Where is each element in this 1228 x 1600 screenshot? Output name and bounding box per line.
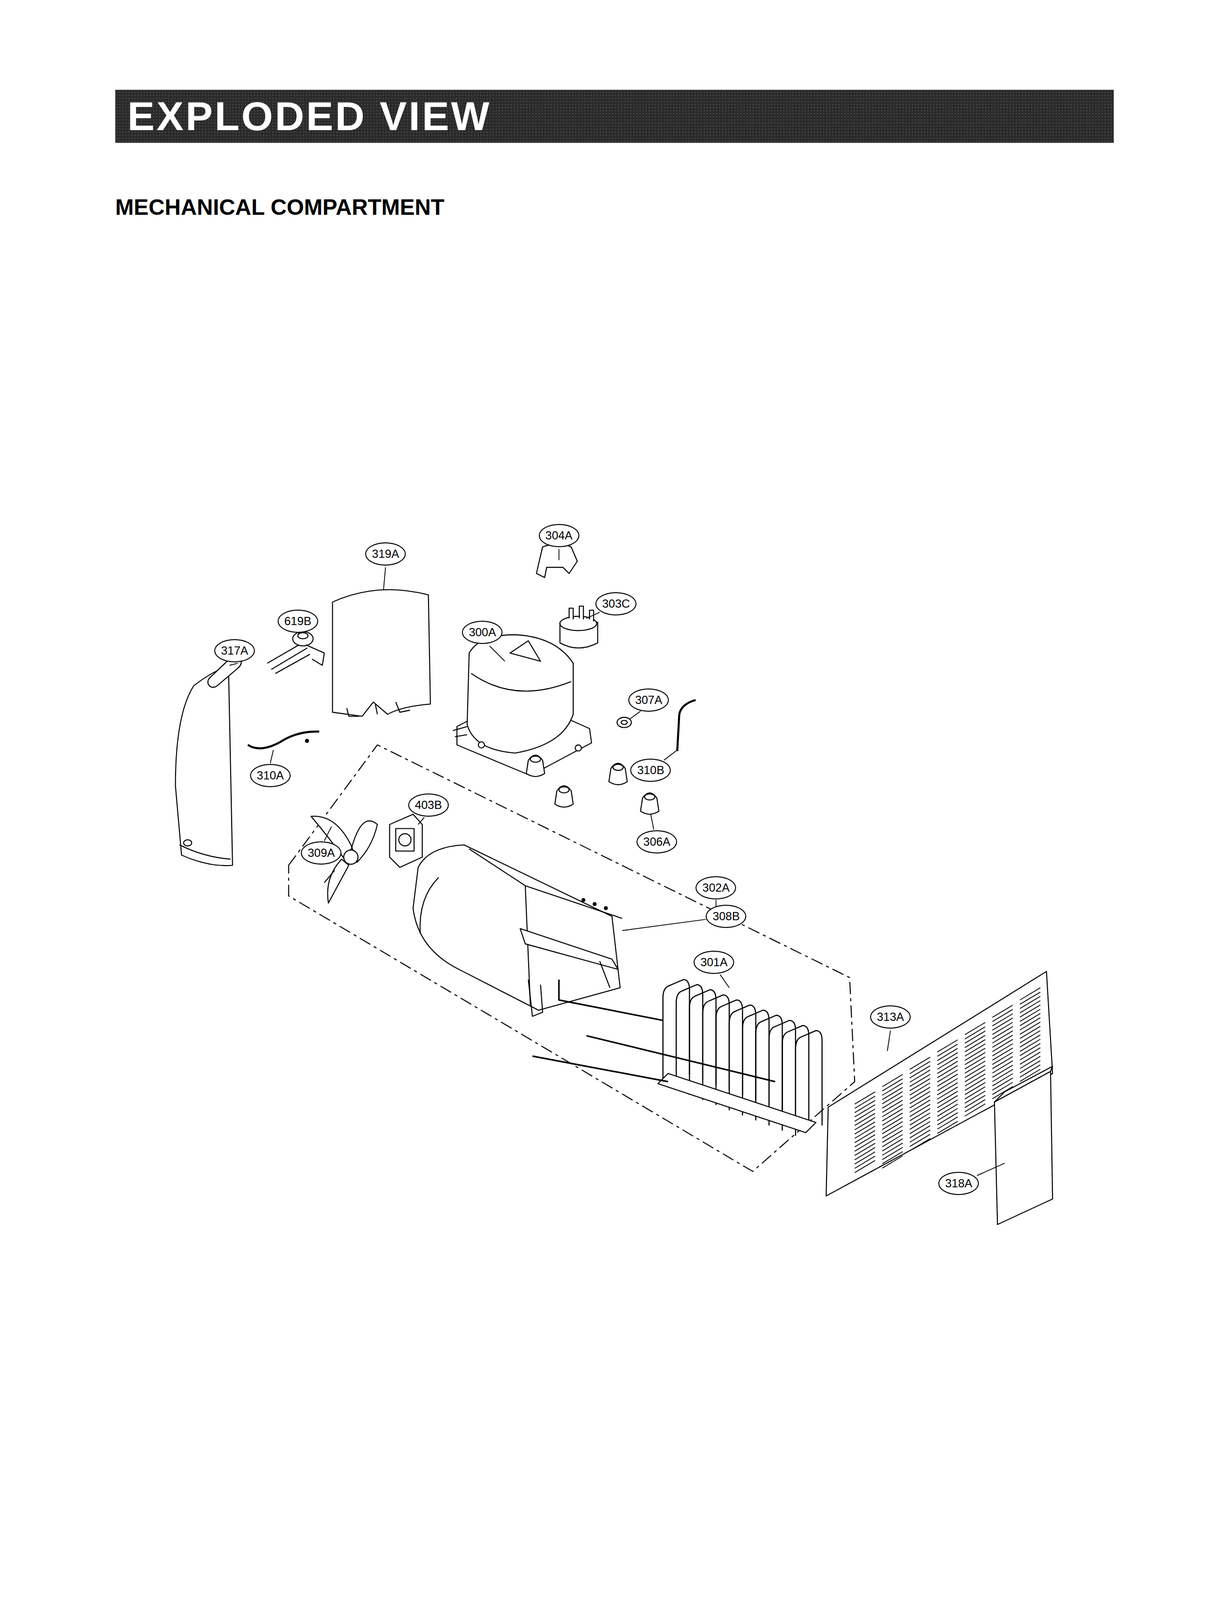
relay-cover [536,543,578,578]
callout-number: 307A [628,688,669,712]
callout-number: 310B [630,758,671,782]
callout-number: 403B [408,793,449,817]
cover-plate [994,1071,1053,1225]
title-bar [115,89,1114,144]
section-heading: MECHANICAL COMPARTMENT [115,195,445,219]
assembly-outline [288,744,855,1172]
leader-line [229,548,1005,1176]
fan-shroud [413,844,622,1016]
callout-number: 318A [938,1171,979,1195]
callout-number: 310A [250,763,291,787]
callout-number: 306A [636,829,678,854]
page-title: EXPLODED VIEW [127,95,492,137]
callout-number: 317A [214,638,255,663]
callout-number: 302A [695,875,737,900]
callout-number: 303C [595,591,637,616]
callout-number: 304A [538,523,580,548]
tube [677,699,696,751]
callout-number: 301A [693,950,735,974]
callout-number: 309A [300,841,342,865]
condenser-coil [657,979,823,1136]
callout-number: 313A [870,1005,911,1029]
fan-motor [389,813,423,868]
callout-number: 619B [277,609,319,633]
side-shield [175,665,233,866]
cover-panel [332,589,430,717]
callout-number: 319A [365,542,406,566]
callout-number: 308B [705,904,747,928]
callout-number: 300A [461,620,503,644]
ring [617,717,632,728]
thermistor-part [267,631,325,674]
compressor [452,634,592,776]
tube [247,731,320,749]
